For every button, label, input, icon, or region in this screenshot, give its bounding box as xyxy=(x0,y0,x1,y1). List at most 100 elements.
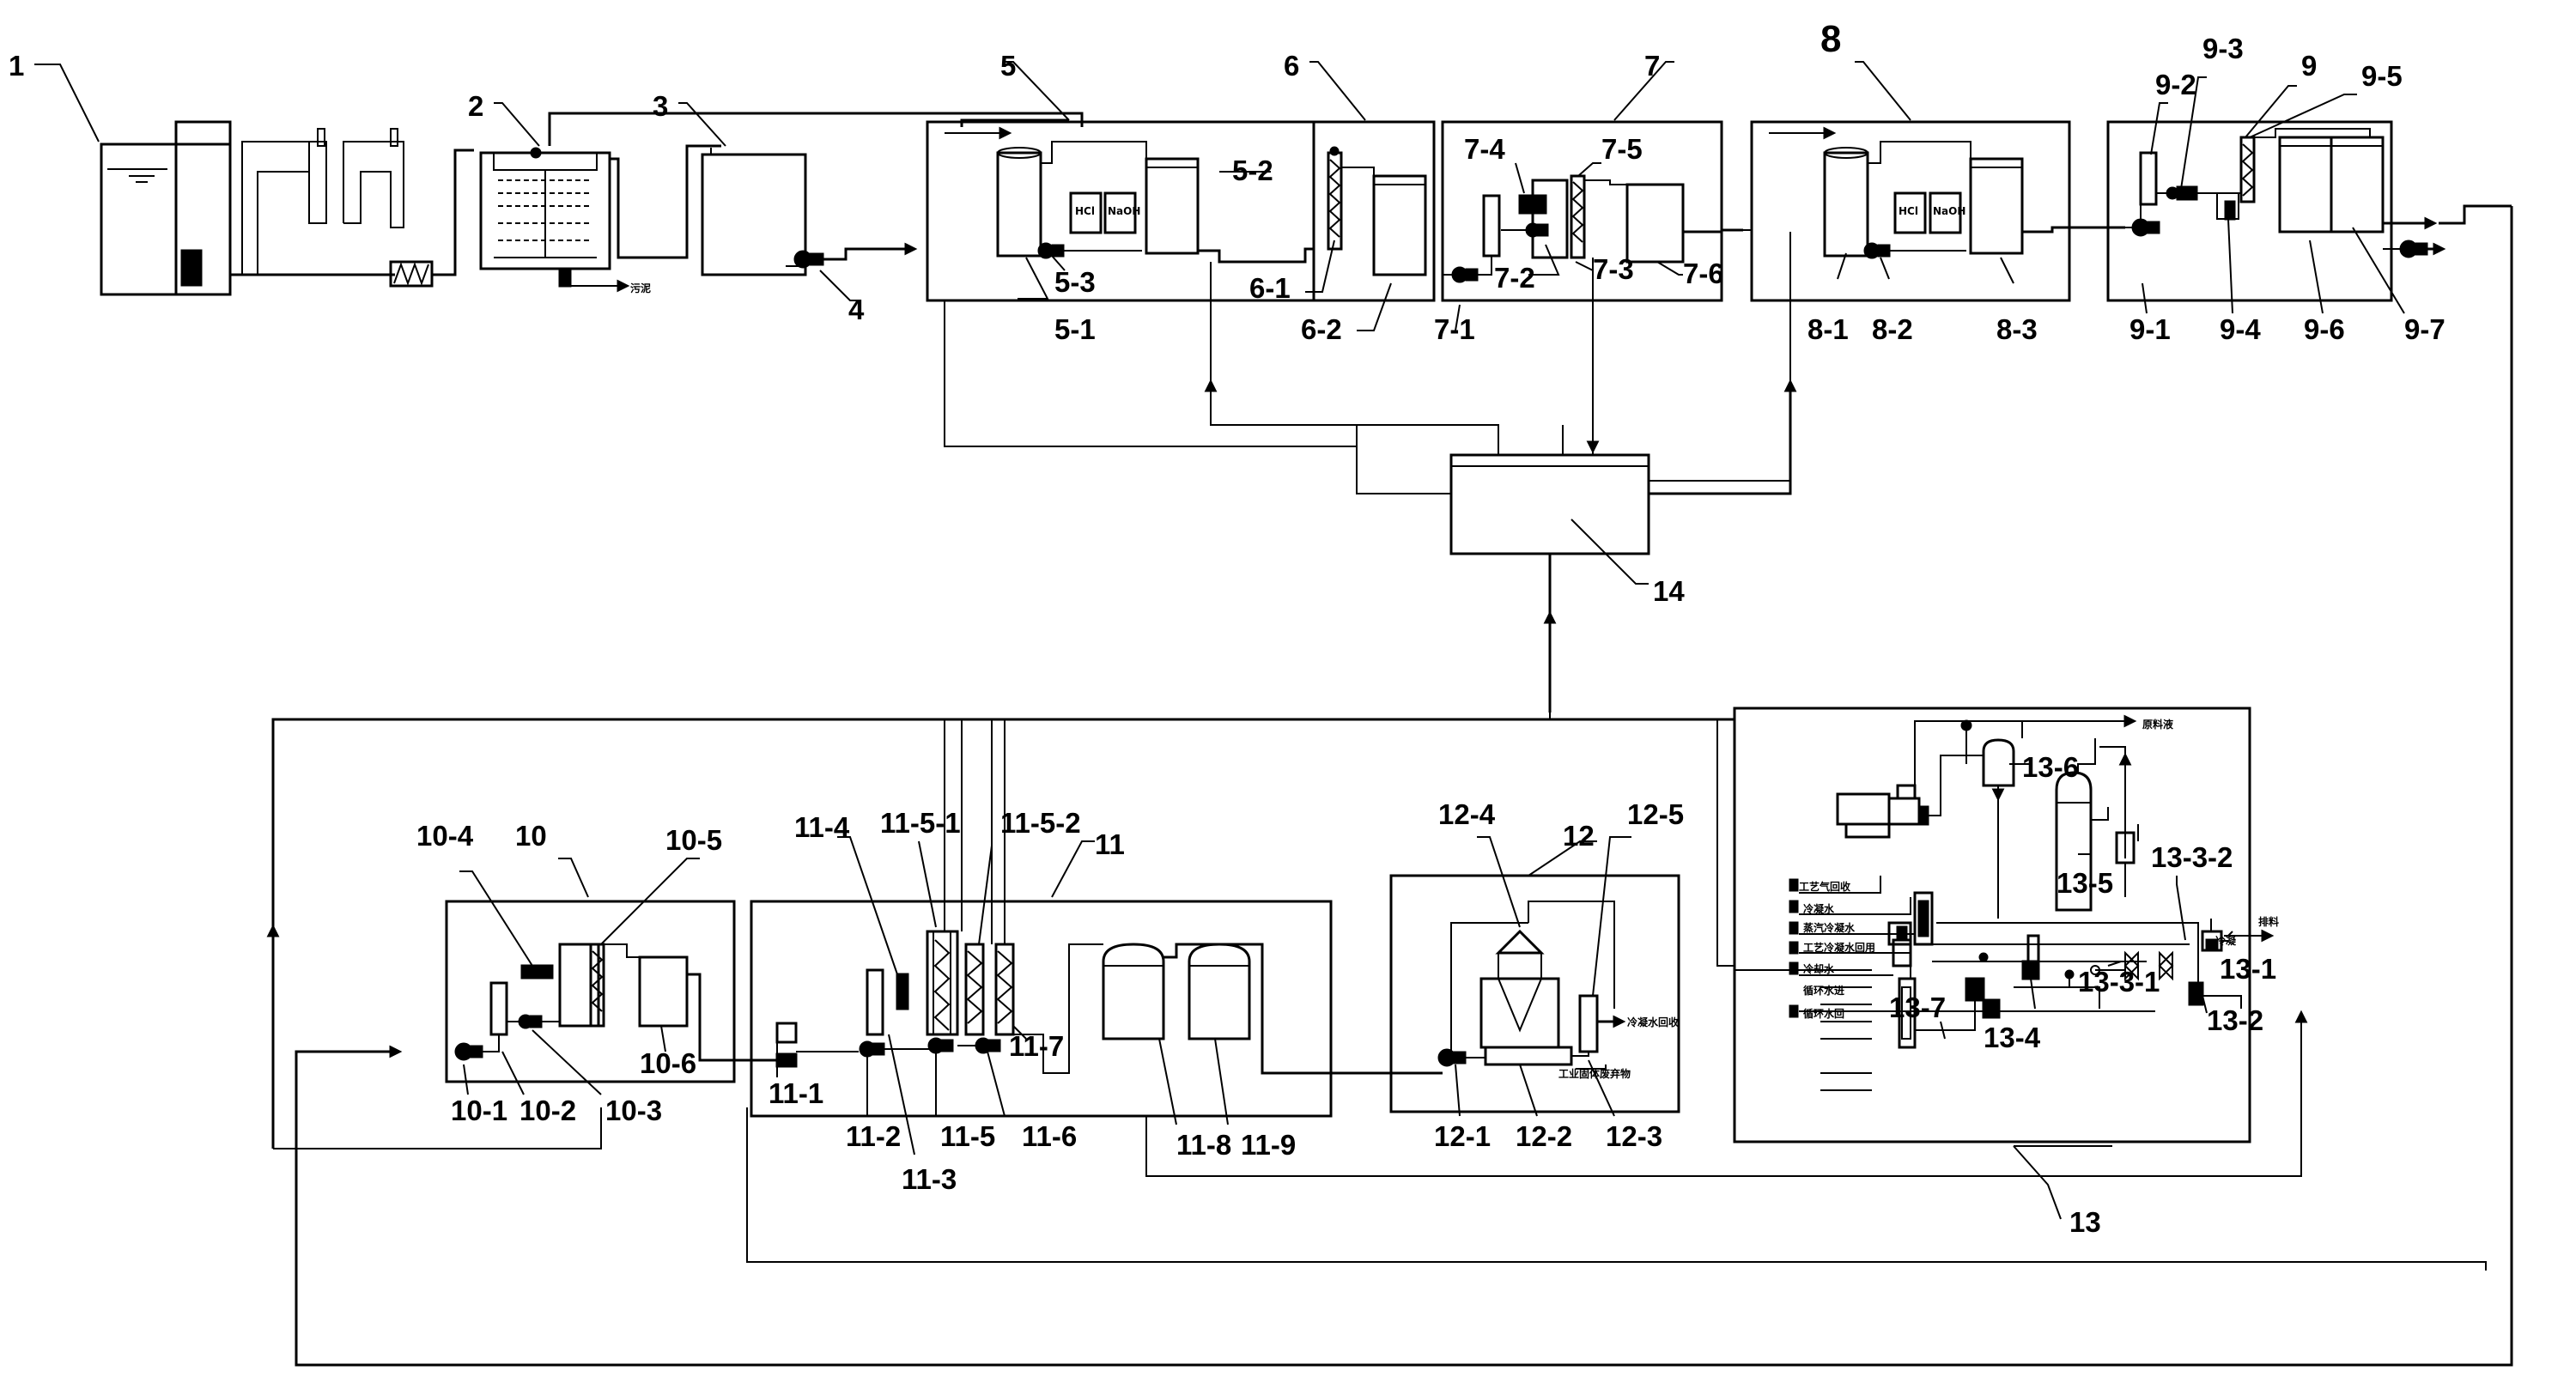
label-10-5: 10-5 xyxy=(665,824,722,856)
label-9: 9 xyxy=(2301,50,2317,82)
unit-10-group xyxy=(445,900,777,1083)
svg-text:NaOH: NaOH xyxy=(1933,205,1965,217)
label-10-4: 10-4 xyxy=(416,820,474,852)
label-10-2: 10-2 xyxy=(519,1095,576,1126)
unit-6-leader xyxy=(1305,61,1392,331)
label-11-5: 11-5 xyxy=(940,1120,995,1152)
unit-12-group: 冷凝水回收 工业固体废弃物 xyxy=(1389,874,1680,1113)
unit-14-tank xyxy=(944,232,1797,713)
label-5-2: 5-2 xyxy=(1232,155,1273,186)
label-13-3-1: 13-3-1 xyxy=(2078,966,2160,998)
label-10-1: 10-1 xyxy=(451,1095,507,1126)
label-6-2: 6-2 xyxy=(1301,313,1342,345)
label-13-1: 13-1 xyxy=(2220,953,2276,985)
label-6-1: 6-1 xyxy=(1249,272,1291,304)
label-8-1: 8-1 xyxy=(1807,313,1849,345)
label-9-7: 9-7 xyxy=(2404,313,2445,345)
label-9-3: 9-3 xyxy=(2202,33,2244,64)
label-5: 5 xyxy=(1000,50,1016,82)
svg-text:循环水回: 循环水回 xyxy=(1803,1007,1844,1020)
svg-text:蒸汽冷凝水: 蒸汽冷凝水 xyxy=(1803,921,1856,934)
label-11-7: 11-7 xyxy=(1009,1030,1064,1062)
label-7-4: 7-4 xyxy=(1464,133,1505,165)
label-8-2: 8-2 xyxy=(1872,313,1913,345)
label-12-4: 12-4 xyxy=(1438,798,1496,830)
unit-7-group xyxy=(1441,120,1743,302)
unit-13-group: 工艺气回收 冷凝水 蒸汽冷凝水 工艺冷凝水回用 冷却水 循环水进 循环水回 原料… xyxy=(1717,707,2279,1143)
label-4: 4 xyxy=(848,294,865,325)
label-11-9: 11-9 xyxy=(1241,1129,1296,1161)
unit-8-group: HCl NaOH xyxy=(1743,120,2125,302)
svg-text:HCl: HCl xyxy=(1899,205,1918,217)
label-13-4: 13-4 xyxy=(1984,1022,2041,1053)
label-14: 14 xyxy=(1653,575,1685,607)
unit-12-leader xyxy=(1455,836,1631,1117)
label-8-3: 8-3 xyxy=(1996,313,2038,345)
unit-11-group xyxy=(750,719,1443,1118)
svg-text:冷凝: 冷凝 xyxy=(2215,934,2237,947)
svg-text:冷凝水: 冷凝水 xyxy=(1803,902,1835,915)
unit-3-intermediate-tank xyxy=(701,148,807,276)
svg-text:HCl: HCl xyxy=(1075,205,1095,217)
unit-5-leader xyxy=(1005,61,1271,300)
label-6: 6 xyxy=(1284,50,1299,82)
unit-9-leader xyxy=(2142,76,2405,314)
label-9-4: 9-4 xyxy=(2220,313,2261,345)
label-8: 8 xyxy=(1820,18,1841,60)
svg-text:排料: 排料 xyxy=(2258,915,2279,928)
unit-11-leader xyxy=(776,836,1229,1155)
unit-7-leader xyxy=(1455,61,1683,331)
label-13-7: 13-7 xyxy=(1889,992,1946,1023)
svg-text:工艺冷凝水回用: 工艺冷凝水回用 xyxy=(1803,941,1875,954)
label-11: 11 xyxy=(1095,828,1125,860)
svg-text:冷凝水回收: 冷凝水回收 xyxy=(1627,1016,1679,1028)
label-11-5-2: 11-5-2 xyxy=(1000,807,1081,839)
unit-5-group: HCl NaOH xyxy=(926,120,1315,302)
label-12-2: 12-2 xyxy=(1516,1120,1572,1152)
label-12-5: 12-5 xyxy=(1627,798,1684,830)
label-11-2: 11-2 xyxy=(846,1120,901,1152)
label-9-2: 9-2 xyxy=(2155,69,2196,100)
label-7-3: 7-3 xyxy=(1593,253,1634,285)
svg-text:污泥: 污泥 xyxy=(630,282,651,294)
label-9-5: 9-5 xyxy=(2361,60,2403,92)
label-12-3: 12-3 xyxy=(1606,1120,1662,1152)
label-11-5-1: 11-5-1 xyxy=(880,807,961,839)
label-11-3: 11-3 xyxy=(902,1163,957,1195)
label-1: 1 xyxy=(9,50,24,82)
label-11-1: 11-1 xyxy=(769,1077,823,1109)
svg-text:NaOH: NaOH xyxy=(1108,205,1140,217)
unit-9-group xyxy=(2106,120,2512,302)
unit-6-group xyxy=(1309,120,1436,302)
label-12: 12 xyxy=(1563,820,1595,852)
label-5-1: 5-1 xyxy=(1054,313,1096,345)
svg-text:循环水进: 循环水进 xyxy=(1803,984,1844,997)
svg-text:工艺气回收: 工艺气回收 xyxy=(1799,880,1850,893)
label-13-5: 13-5 xyxy=(2057,867,2113,899)
label-11-4: 11-4 xyxy=(794,811,850,843)
unit-10-leader xyxy=(459,858,700,1095)
unit-2-filter-tank: 污泥 xyxy=(479,144,721,294)
label-7-6: 7-6 xyxy=(1683,258,1724,289)
u-tube-traps xyxy=(241,128,404,275)
unit-13-leader xyxy=(1940,763,2233,1220)
label-7-2: 7-2 xyxy=(1494,262,1535,294)
top-header-pipe xyxy=(548,112,1084,146)
label-13: 13 xyxy=(2069,1206,2101,1238)
unit-1-collection-tank xyxy=(100,120,395,296)
label-9-6: 9-6 xyxy=(2304,313,2345,345)
return-line-9-to-10 xyxy=(295,206,2513,1367)
label-7-1: 7-1 xyxy=(1434,313,1475,345)
unit-8-leader xyxy=(1837,61,2014,284)
label-11-6: 11-6 xyxy=(1022,1120,1077,1152)
label-10-6: 10-6 xyxy=(640,1047,696,1079)
label-11-8: 11-8 xyxy=(1176,1129,1231,1161)
label-5-3: 5-3 xyxy=(1054,266,1096,298)
label-10: 10 xyxy=(515,820,547,852)
label-2: 2 xyxy=(468,90,483,122)
static-mixer xyxy=(389,149,474,288)
unit-2-leader xyxy=(494,102,540,147)
svg-text:原料液: 原料液 xyxy=(2142,718,2173,731)
label-7: 7 xyxy=(1644,50,1660,82)
